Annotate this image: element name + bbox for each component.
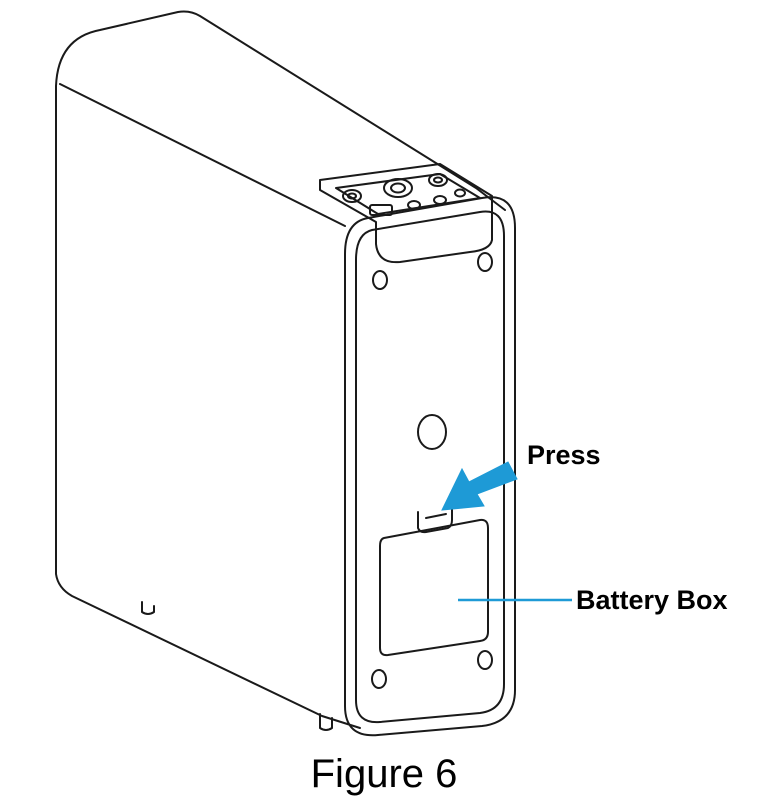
port-usb-icon xyxy=(369,204,393,216)
port-left-inner-icon xyxy=(347,192,357,200)
battery-latch-slot xyxy=(425,513,447,519)
screw-top-right-icon xyxy=(477,252,493,272)
port-right-inner-icon xyxy=(433,176,443,184)
port-small-c-icon xyxy=(454,188,466,198)
screw-bottom-right-icon xyxy=(477,650,493,670)
battery-box-cover xyxy=(379,518,489,657)
battery-box-label: Battery Box xyxy=(576,585,728,615)
figure-caption: Figure 6 xyxy=(310,752,458,796)
port-center-icon xyxy=(383,178,413,198)
back-panel-inner xyxy=(355,210,505,724)
center-round-button-icon xyxy=(417,414,447,450)
connector-panel-face xyxy=(335,173,481,215)
screw-bottom-left-icon xyxy=(371,669,387,689)
port-center-inner-icon xyxy=(390,182,406,194)
battery-latch xyxy=(417,505,453,534)
press-label: Press xyxy=(527,440,601,470)
device-top-edge xyxy=(59,83,346,227)
device-body-outline xyxy=(55,10,506,729)
press-arrow-icon xyxy=(441,461,518,511)
device-foot-right xyxy=(319,713,333,731)
connector-panel xyxy=(319,163,493,264)
device-foot-left xyxy=(141,601,155,615)
port-left-icon xyxy=(342,189,362,203)
back-panel-outer xyxy=(344,196,516,737)
screw-top-left-icon xyxy=(372,270,388,290)
port-small-b-icon xyxy=(433,195,447,205)
port-small-a-icon xyxy=(407,200,421,210)
port-right-icon xyxy=(428,173,448,187)
